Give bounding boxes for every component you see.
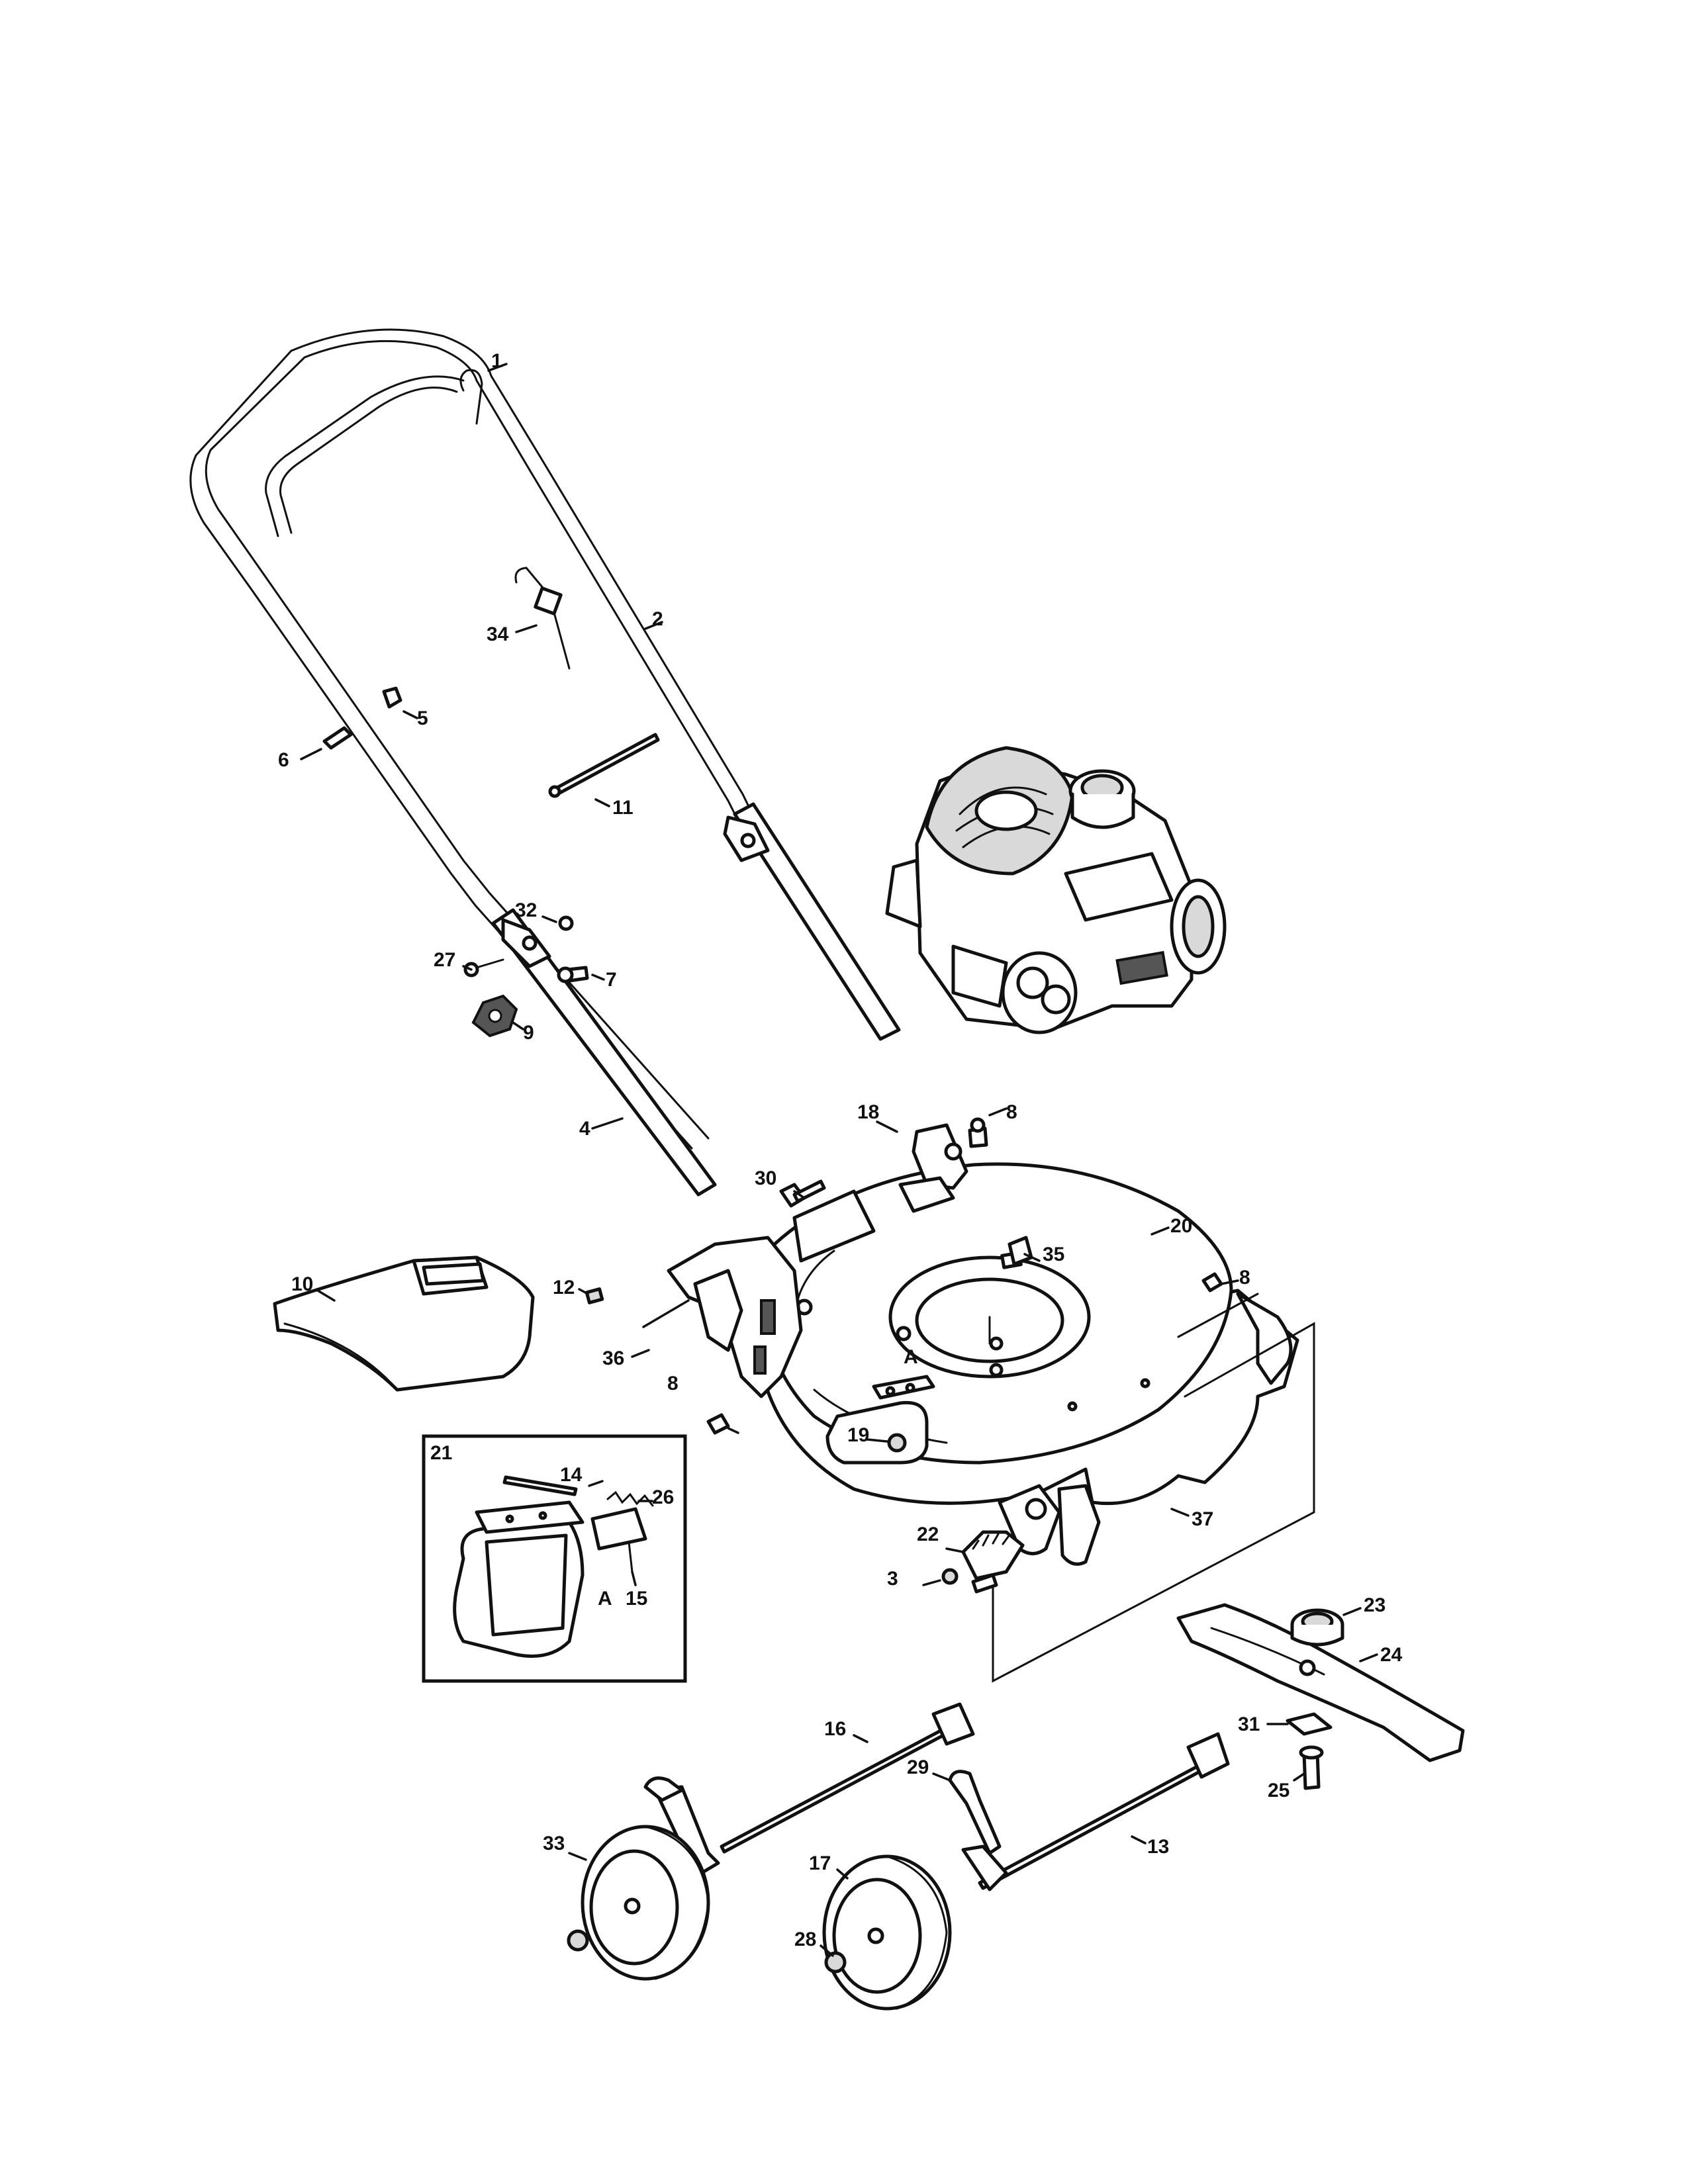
- handle-knob: [471, 994, 518, 1038]
- callout-22: 22: [917, 1524, 939, 1545]
- callout-9: 9: [523, 1022, 534, 1044]
- callout-33: 33: [543, 1833, 565, 1854]
- lower-handle: [491, 802, 901, 1197]
- deck-spring-35: [1008, 1236, 1033, 1266]
- callout-28: 28: [794, 1929, 816, 1950]
- mulch-rod-14: [502, 1475, 578, 1496]
- discharge-chute: [273, 1255, 535, 1392]
- hubcap-nut: [567, 1929, 589, 1952]
- rear-axle: [961, 1732, 1230, 1891]
- blade-bolt-25: [1299, 1745, 1324, 1790]
- callout-11: 11: [612, 797, 633, 819]
- cable-clip: [459, 369, 483, 425]
- callout-16: 16: [824, 1718, 846, 1740]
- callout-3: 3: [887, 1568, 898, 1590]
- callout-12: 12: [553, 1277, 575, 1298]
- handle-clip-5: [382, 686, 402, 709]
- callout-34: 34: [487, 623, 509, 645]
- blade-washer-31: [1286, 1712, 1333, 1736]
- callout-8c: 8: [667, 1373, 679, 1394]
- callout-17: 17: [809, 1852, 831, 1874]
- callout-26: 26: [652, 1486, 674, 1508]
- callout-24: 24: [1380, 1644, 1403, 1666]
- callout-25: 25: [1268, 1780, 1289, 1801]
- bolt-3b: [971, 1573, 998, 1594]
- mulch-spring-26: [606, 1490, 654, 1507]
- handle-nut-32: [558, 915, 574, 931]
- handle-bolt-7: [557, 966, 589, 983]
- callout-1: 1: [491, 350, 502, 372]
- callouts: 1 2 3 4 5 6 7 8 8 8 9 10 11 12 13 14 15 …: [278, 350, 1403, 1950]
- callout-27: 27: [434, 949, 455, 971]
- handle-bracket-left: [501, 918, 551, 968]
- callout-10: 10: [291, 1273, 313, 1295]
- mower-deck: [754, 1162, 1299, 1566]
- bolt-8-left: [706, 1413, 730, 1435]
- callout-8a: 8: [1006, 1101, 1017, 1123]
- rear-frame: [667, 1189, 876, 1398]
- callout-20: 20: [1170, 1215, 1192, 1237]
- mower-blade: [1176, 1603, 1465, 1762]
- callout-29: 29: [907, 1756, 929, 1778]
- callout-21: 21: [430, 1442, 452, 1464]
- front-axle: [643, 1702, 975, 1875]
- callout-7: 7: [606, 969, 617, 991]
- callout-6: 6: [278, 749, 289, 771]
- leader-lines: [300, 363, 1378, 1957]
- bolt-30: [779, 1179, 826, 1208]
- handle-rod: [548, 733, 660, 798]
- handle-pin-6: [322, 726, 353, 750]
- callout-13: 13: [1147, 1836, 1169, 1858]
- cable-tie: [514, 567, 571, 670]
- callout-36: 36: [602, 1347, 624, 1369]
- mulch-plug: [453, 1500, 585, 1658]
- mulch-bracket-15: [590, 1507, 647, 1573]
- callout-8b: 8: [1239, 1267, 1250, 1289]
- callout-4: 4: [579, 1118, 590, 1140]
- callout-14: 14: [560, 1464, 583, 1486]
- handle-bolt-27: [463, 958, 504, 978]
- front-wheel: [581, 1825, 710, 1981]
- rear-wheel: [822, 1854, 952, 2011]
- callout-19: 19: [847, 1424, 869, 1446]
- nut-12: [585, 1287, 604, 1304]
- engine: [885, 746, 1227, 1034]
- handle-upper-bracket: [898, 1123, 968, 1213]
- callout-5: 5: [417, 707, 428, 729]
- callout-15: 15: [626, 1588, 647, 1610]
- upper-handle: [189, 328, 764, 1150]
- marker-a-inset: A: [598, 1588, 612, 1610]
- callout-37: 37: [1192, 1508, 1213, 1530]
- callout-23: 23: [1364, 1594, 1385, 1616]
- marker-a-deck: A: [904, 1346, 918, 1368]
- height-adjuster: [961, 1530, 1025, 1580]
- bolt-8-top: [968, 1117, 988, 1148]
- callout-32: 32: [515, 899, 537, 921]
- callout-18: 18: [857, 1101, 879, 1123]
- callout-35: 35: [1043, 1244, 1064, 1265]
- handle-bracket-right: [723, 815, 770, 862]
- callout-30: 30: [755, 1167, 776, 1189]
- rear-height-lever: [948, 1770, 1002, 1855]
- hubcap-nut-28: [824, 1951, 847, 1974]
- callout-31: 31: [1238, 1713, 1260, 1735]
- bolt-3: [941, 1568, 959, 1585]
- blade-adapter-23: [1290, 1608, 1344, 1647]
- callout-2: 2: [652, 608, 663, 630]
